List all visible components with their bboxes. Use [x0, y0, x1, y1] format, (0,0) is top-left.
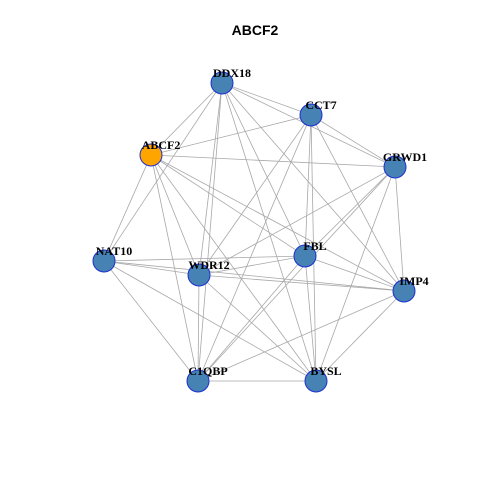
- node-label-bysl: BYSL: [310, 364, 341, 378]
- edge-imp4-bysl: [315, 290, 405, 382]
- edge-fbl-wdr12: [198, 255, 306, 276]
- node-label-abcf2: ABCF2: [142, 138, 181, 152]
- edge-grwd1-wdr12: [198, 166, 396, 276]
- node-label-nat10: NAT10: [96, 244, 132, 258]
- node-label-fbl: FBL: [303, 239, 326, 253]
- node-imp4[interactable]: [392, 279, 416, 303]
- edge-abcf2-bysl: [150, 154, 317, 382]
- edge-cct7-abcf2: [150, 114, 312, 156]
- node-wdr12[interactable]: [187, 263, 211, 287]
- edge-ddx18-abcf2: [150, 82, 223, 156]
- node-cct7[interactable]: [299, 103, 323, 127]
- edge-ddx18-cct7: [221, 82, 312, 116]
- edge-nat10-fbl: [103, 255, 306, 262]
- edge-cct7-grwd1: [310, 114, 396, 168]
- edge-fbl-imp4: [304, 255, 405, 292]
- node-label-grwd1: GRWD1: [383, 150, 427, 164]
- edge-nat10-c1qbp: [103, 260, 199, 382]
- edge-nat10-wdr12: [103, 260, 200, 276]
- node-abcf2[interactable]: [139, 143, 163, 167]
- diagram-title: ABCF2: [232, 22, 279, 38]
- node-label-wdr12: WDR12: [188, 258, 229, 272]
- edge-grwd1-c1qbp: [197, 166, 396, 382]
- edge-nat10-bysl: [103, 260, 317, 382]
- edge-ddx18-imp4: [221, 82, 405, 292]
- edge-wdr12-imp4: [198, 274, 405, 292]
- node-label-ddx18: DDX18: [213, 66, 251, 80]
- node-layer: [92, 71, 416, 393]
- edge-ddx18-c1qbp: [197, 82, 223, 382]
- node-bysl[interactable]: [304, 369, 328, 393]
- node-label-imp4: IMP4: [399, 274, 428, 288]
- edge-abcf2-wdr12: [150, 154, 200, 276]
- edge-fbl-bysl: [304, 255, 317, 382]
- edge-layer: [103, 82, 405, 382]
- edge-abcf2-imp4: [150, 154, 405, 292]
- edge-nat10-imp4: [103, 260, 405, 292]
- node-nat10[interactable]: [92, 249, 116, 273]
- edge-cct7-imp4: [310, 114, 405, 292]
- edge-cct7-c1qbp: [197, 114, 312, 382]
- edge-grwd1-fbl: [304, 166, 396, 257]
- node-ddx18[interactable]: [210, 71, 234, 95]
- edge-abcf2-grwd1: [150, 154, 396, 168]
- edge-cct7-wdr12: [198, 114, 312, 276]
- edge-cct7-fbl: [304, 114, 312, 257]
- edge-fbl-c1qbp: [197, 255, 306, 382]
- edge-grwd1-imp4: [394, 166, 405, 292]
- edge-abcf2-fbl: [150, 154, 306, 257]
- edge-ddx18-fbl: [221, 82, 306, 257]
- node-label-c1qbp: C1QBP: [188, 364, 227, 378]
- edge-wdr12-bysl: [198, 274, 317, 382]
- edge-ddx18-wdr12: [198, 82, 223, 276]
- node-grwd1[interactable]: [383, 155, 407, 179]
- edge-abcf2-nat10: [103, 154, 152, 262]
- node-fbl[interactable]: [293, 244, 317, 268]
- node-label-cct7: CCT7: [305, 98, 336, 112]
- node-c1qbp[interactable]: [186, 369, 210, 393]
- edge-imp4-c1qbp: [197, 290, 405, 382]
- edge-wdr12-c1qbp: [197, 274, 200, 382]
